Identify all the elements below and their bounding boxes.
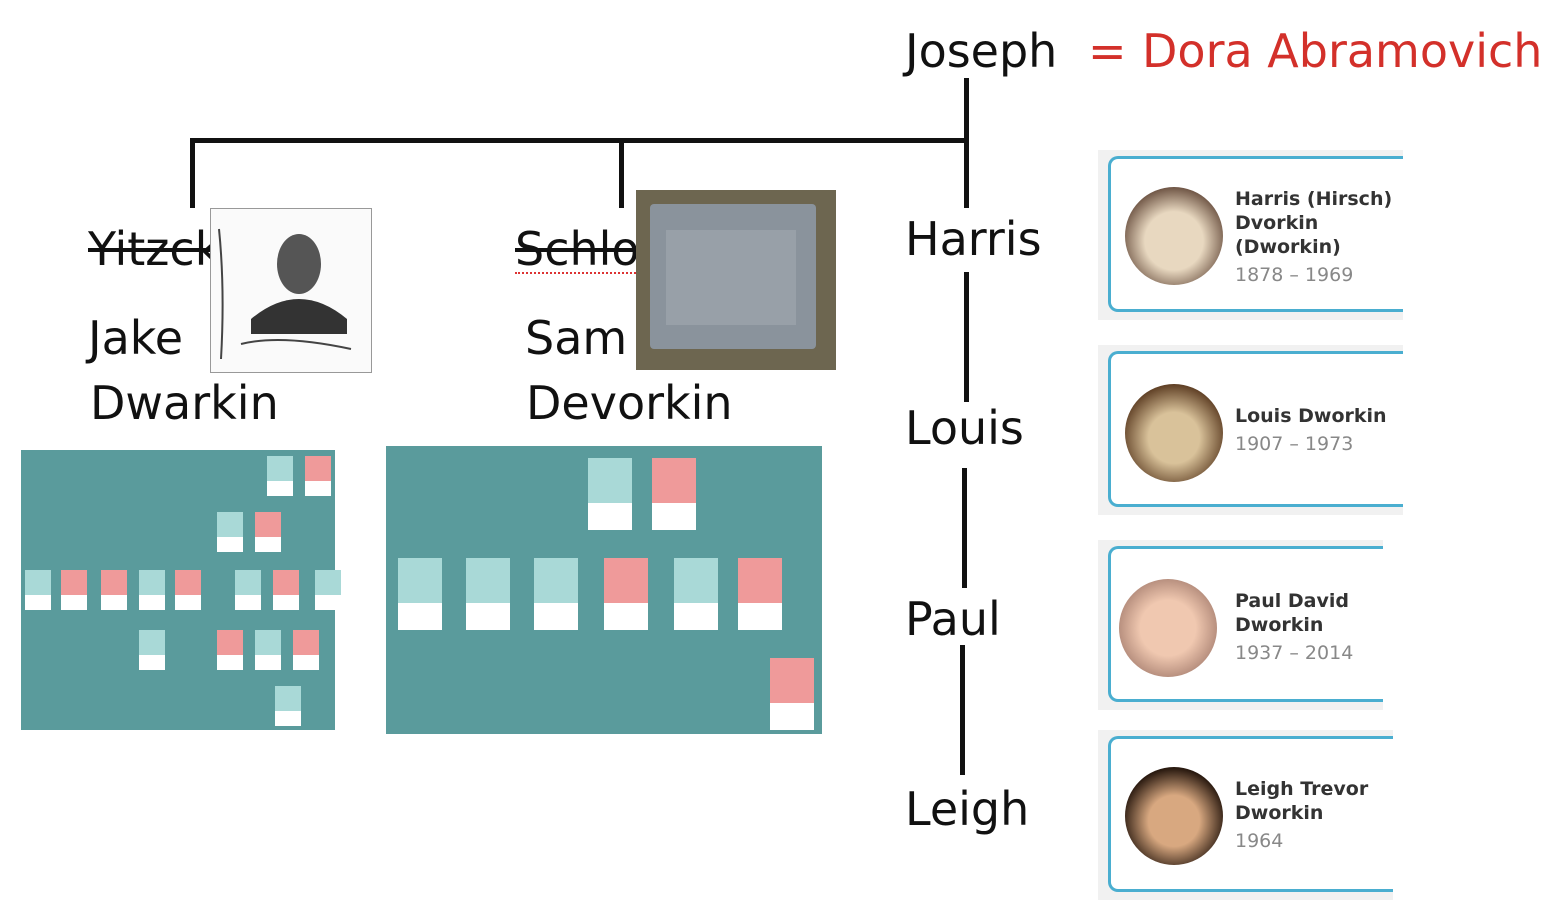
mini-person-card bbox=[273, 570, 299, 610]
old-name: Yitzck bbox=[88, 222, 222, 276]
mini-person-card bbox=[466, 558, 510, 630]
card-name: Leigh Trevor Dworkin bbox=[1235, 778, 1369, 824]
gravestone-photo bbox=[636, 190, 836, 370]
mini-person-card bbox=[738, 558, 782, 630]
connector-line bbox=[960, 645, 965, 775]
avatar bbox=[1125, 767, 1223, 865]
lineage-name: Leigh bbox=[905, 782, 1030, 836]
lineage-name: Harris bbox=[905, 212, 1042, 266]
mini-person-card bbox=[534, 558, 578, 630]
mini-person-card bbox=[604, 558, 648, 630]
card-years: 1937 – 2014 bbox=[1235, 642, 1354, 664]
mini-person-card bbox=[255, 512, 281, 552]
lineage-name: Paul bbox=[905, 592, 1001, 646]
mini-person-card bbox=[770, 658, 814, 730]
card-years: 1907 – 1973 bbox=[1235, 433, 1354, 455]
lineage-name: Louis bbox=[905, 401, 1024, 455]
mini-person-card bbox=[139, 570, 165, 610]
mini-person-card bbox=[588, 458, 632, 530]
mini-person-card bbox=[652, 458, 696, 530]
mini-person-card bbox=[255, 630, 281, 670]
mini-person-card bbox=[235, 570, 261, 610]
connector-line bbox=[190, 138, 969, 143]
father-name: Joseph bbox=[905, 24, 1058, 78]
mini-person-card bbox=[101, 570, 127, 610]
mini-person-card bbox=[139, 630, 165, 670]
mini-person-card bbox=[61, 570, 87, 610]
person-card[interactable]: Paul David Dworkin 1937 – 2014 bbox=[1098, 540, 1383, 710]
person-card[interactable]: Harris (Hirsch) Dvorkin (Dworkin) 1878 – … bbox=[1098, 150, 1403, 320]
spouse-sign: = bbox=[1088, 24, 1127, 78]
old-name: Schlo bbox=[515, 222, 640, 276]
mini-person-card bbox=[175, 570, 201, 610]
mini-person-card bbox=[217, 512, 243, 552]
family-tree-thumbnail bbox=[21, 450, 341, 730]
mini-person-card bbox=[674, 558, 718, 630]
connector-line bbox=[962, 468, 967, 588]
child-first-name: Jake bbox=[88, 311, 184, 365]
mini-person-card bbox=[305, 456, 331, 496]
person-card[interactable]: Leigh Trevor Dworkin 1964 bbox=[1098, 730, 1393, 900]
card-years: 1964 bbox=[1235, 830, 1284, 852]
family-tree-thumbnail bbox=[386, 446, 822, 734]
mother-name: Dora Abramovich bbox=[1142, 24, 1543, 78]
card-name: Louis Dworkin bbox=[1235, 405, 1387, 427]
portrait-photo bbox=[210, 208, 372, 373]
card-name: Harris (Hirsch) Dvorkin (Dworkin) bbox=[1235, 188, 1393, 258]
mini-person-card bbox=[398, 558, 442, 630]
card-years: 1878 – 1969 bbox=[1235, 264, 1354, 286]
mini-person-card bbox=[275, 686, 301, 726]
avatar bbox=[1119, 579, 1217, 677]
mini-person-card bbox=[267, 456, 293, 496]
person-card[interactable]: Louis Dworkin 1907 – 1973 bbox=[1098, 345, 1403, 515]
mini-person-card bbox=[25, 570, 51, 610]
card-name: Paul David Dworkin bbox=[1235, 590, 1349, 636]
mini-person-card bbox=[293, 630, 319, 670]
connector-line bbox=[619, 138, 624, 208]
connector-line bbox=[964, 272, 969, 402]
connector-line bbox=[190, 138, 195, 208]
avatar bbox=[1125, 187, 1223, 285]
connector-line bbox=[964, 78, 969, 208]
mini-person-card bbox=[315, 570, 341, 610]
avatar bbox=[1125, 384, 1223, 482]
mini-person-card bbox=[217, 630, 243, 670]
child-first-name: Sam bbox=[525, 311, 628, 365]
child-surname: Devorkin bbox=[526, 376, 733, 430]
child-surname: Dwarkin bbox=[90, 376, 279, 430]
